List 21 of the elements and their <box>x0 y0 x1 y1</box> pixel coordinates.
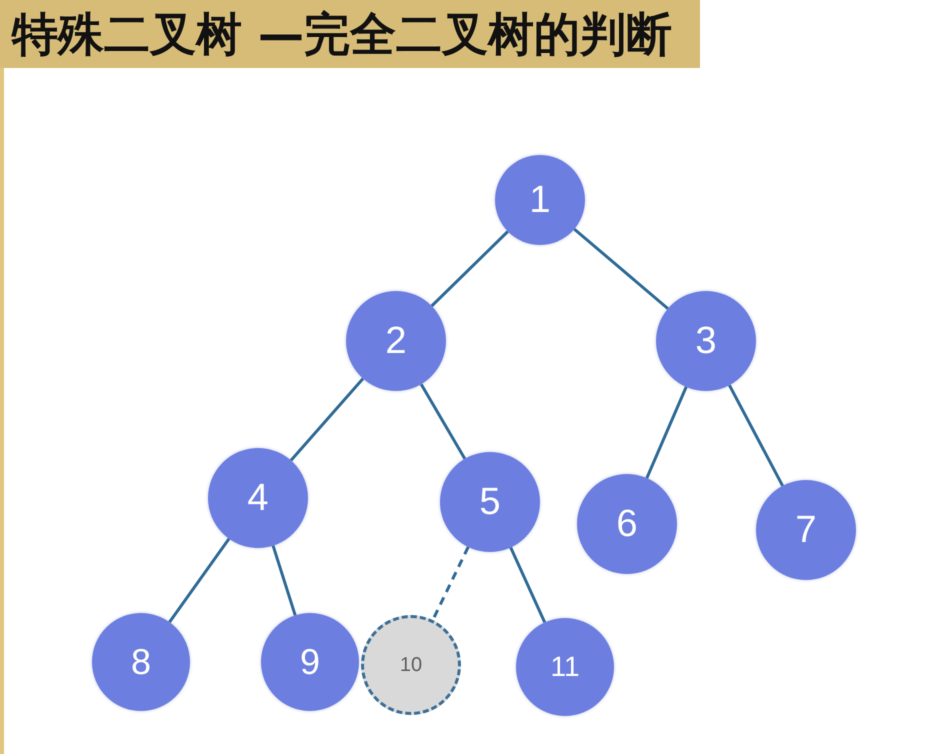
edge-line <box>728 384 784 486</box>
edge-line <box>272 545 297 616</box>
edge-line <box>573 228 669 310</box>
tree-node: 7 <box>756 480 856 580</box>
edge-line <box>509 546 546 624</box>
tree-node: 8 <box>92 613 190 711</box>
edge-line <box>420 383 466 460</box>
tree-node: 9 <box>261 613 359 711</box>
edge-line <box>430 230 509 308</box>
tree-node: 5 <box>440 452 540 552</box>
tree-node: 11 <box>516 618 614 716</box>
title-banner: 特殊二叉树 —完全二叉树的判断 <box>0 0 700 68</box>
edge-line <box>645 386 688 479</box>
tree-node: 3 <box>656 291 756 391</box>
tree-node: 1 <box>495 155 585 245</box>
edge-line <box>168 538 230 623</box>
edge-line <box>290 378 364 462</box>
placeholder-node: 10 <box>361 615 461 715</box>
tree-node: 4 <box>208 448 308 548</box>
tree-node: 2 <box>346 291 446 391</box>
tree-node: 6 <box>577 474 677 574</box>
